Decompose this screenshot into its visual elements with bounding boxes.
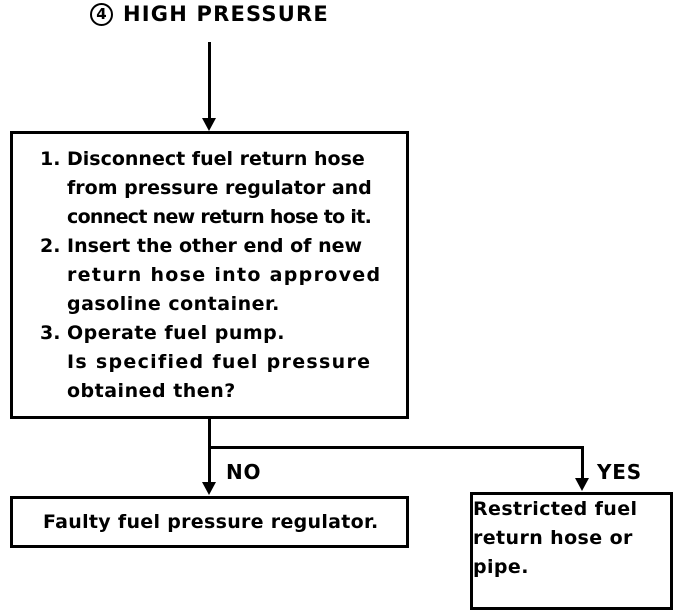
step-line-question: Is specified fuel pressure [67,351,372,373]
no-branch-connector-line [208,446,211,484]
procedure-exit-connector-line [208,419,211,449]
step-line: Disconnect fuel return hose [67,148,365,170]
step-line: Operate fuel pump. [67,322,285,344]
title-to-procedure-arrowhead-icon [202,118,216,131]
step-body: Disconnect fuel return hose from pressur… [67,145,396,232]
step-line-question: obtained then? [67,380,236,402]
yes-branch-label: YES [597,460,642,484]
no-branch-arrowhead-icon [202,482,216,495]
procedure-step: 3. Operate fuel pump. Is specified fuel … [40,319,396,406]
yes-branch-arrowhead-icon [575,478,589,491]
yes-outcome-line: pipe. [473,556,529,578]
step-line: from pressure regulator and [67,177,372,199]
step-body: Operate fuel pump. Is specified fuel pre… [67,319,396,406]
step-line: gasoline container. [67,293,280,315]
no-outcome-box: Faulty fuel pressure regulator. [10,496,409,548]
step-line: Insert the other end of new [67,235,363,257]
diagram-title: 4 HIGH PRESSURE [90,2,329,26]
yes-branch-connector-line [581,446,584,480]
step-number: 2. [40,235,61,257]
yes-outcome-line: return hose or [473,527,633,549]
procedure-step: 1. Disconnect fuel return hose from pres… [40,145,396,232]
diagram-title-text: HIGH PRESSURE [123,2,329,26]
step-number: 3. [40,322,61,344]
no-branch-label: NO [226,460,262,484]
yes-outcome-line: Restricted fuel [473,498,638,520]
step-marker-circled-number: 4 [90,2,113,26]
procedure-step: 2. Insert the other end of new return ho… [40,232,396,319]
no-outcome-text: Faulty fuel pressure regulator. [43,511,379,533]
step-line: return hose into approved [67,264,382,286]
step-body: Insert the other end of new return hose … [67,232,396,319]
yes-outcome-text: Restricted fuel return hose or pipe. [473,495,670,582]
procedure-step-list: 1. Disconnect fuel return hose from pres… [40,145,396,406]
title-to-procedure-connector-line [208,42,211,120]
branch-horizontal-connector-line [208,446,584,449]
yes-outcome-box: Restricted fuel return hose or pipe. [470,492,673,610]
step-number: 1. [40,148,61,170]
step-line: connect new return hose to it. [67,206,372,228]
procedure-box: 1. Disconnect fuel return hose from pres… [10,131,409,419]
